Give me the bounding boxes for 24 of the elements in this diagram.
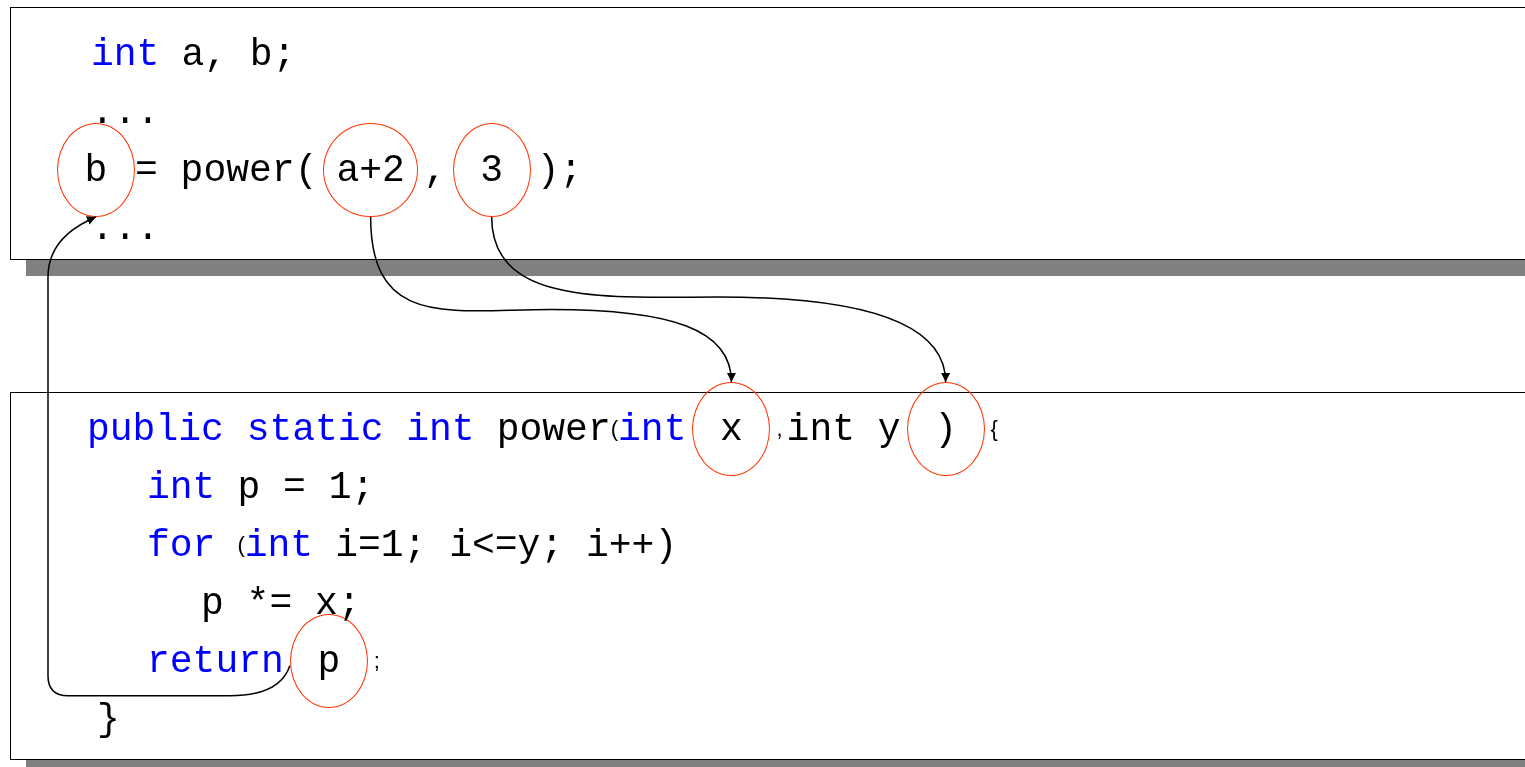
code-keyword: int <box>618 407 687 451</box>
code-text: , <box>776 416 783 442</box>
code-keyword: int <box>91 32 160 76</box>
code-text: ; <box>373 648 380 674</box>
code-text: ( <box>610 416 619 442</box>
arrow <box>490 216 949 383</box>
code-text: i=1; i<=y; i++) <box>335 523 678 567</box>
code-text: ); <box>536 148 583 192</box>
code-keyword: int <box>244 523 314 567</box>
code-text: int y <box>786 407 901 451</box>
code-text: p = 1; <box>237 465 375 509</box>
code-keyword: for <box>147 523 216 567</box>
code-text: = power( <box>135 148 318 192</box>
code-text: { <box>990 416 998 442</box>
code-text: a, b; <box>181 32 296 76</box>
arrow <box>369 216 736 383</box>
code-keyword: int <box>147 465 216 509</box>
code-text: power <box>496 407 611 451</box>
code-text: } <box>97 697 120 741</box>
arrow <box>47 216 291 697</box>
code-text: , <box>423 148 447 192</box>
code-text: ( <box>237 532 245 558</box>
code-keyword: public static int <box>87 407 475 451</box>
code-keyword: return <box>147 639 284 683</box>
